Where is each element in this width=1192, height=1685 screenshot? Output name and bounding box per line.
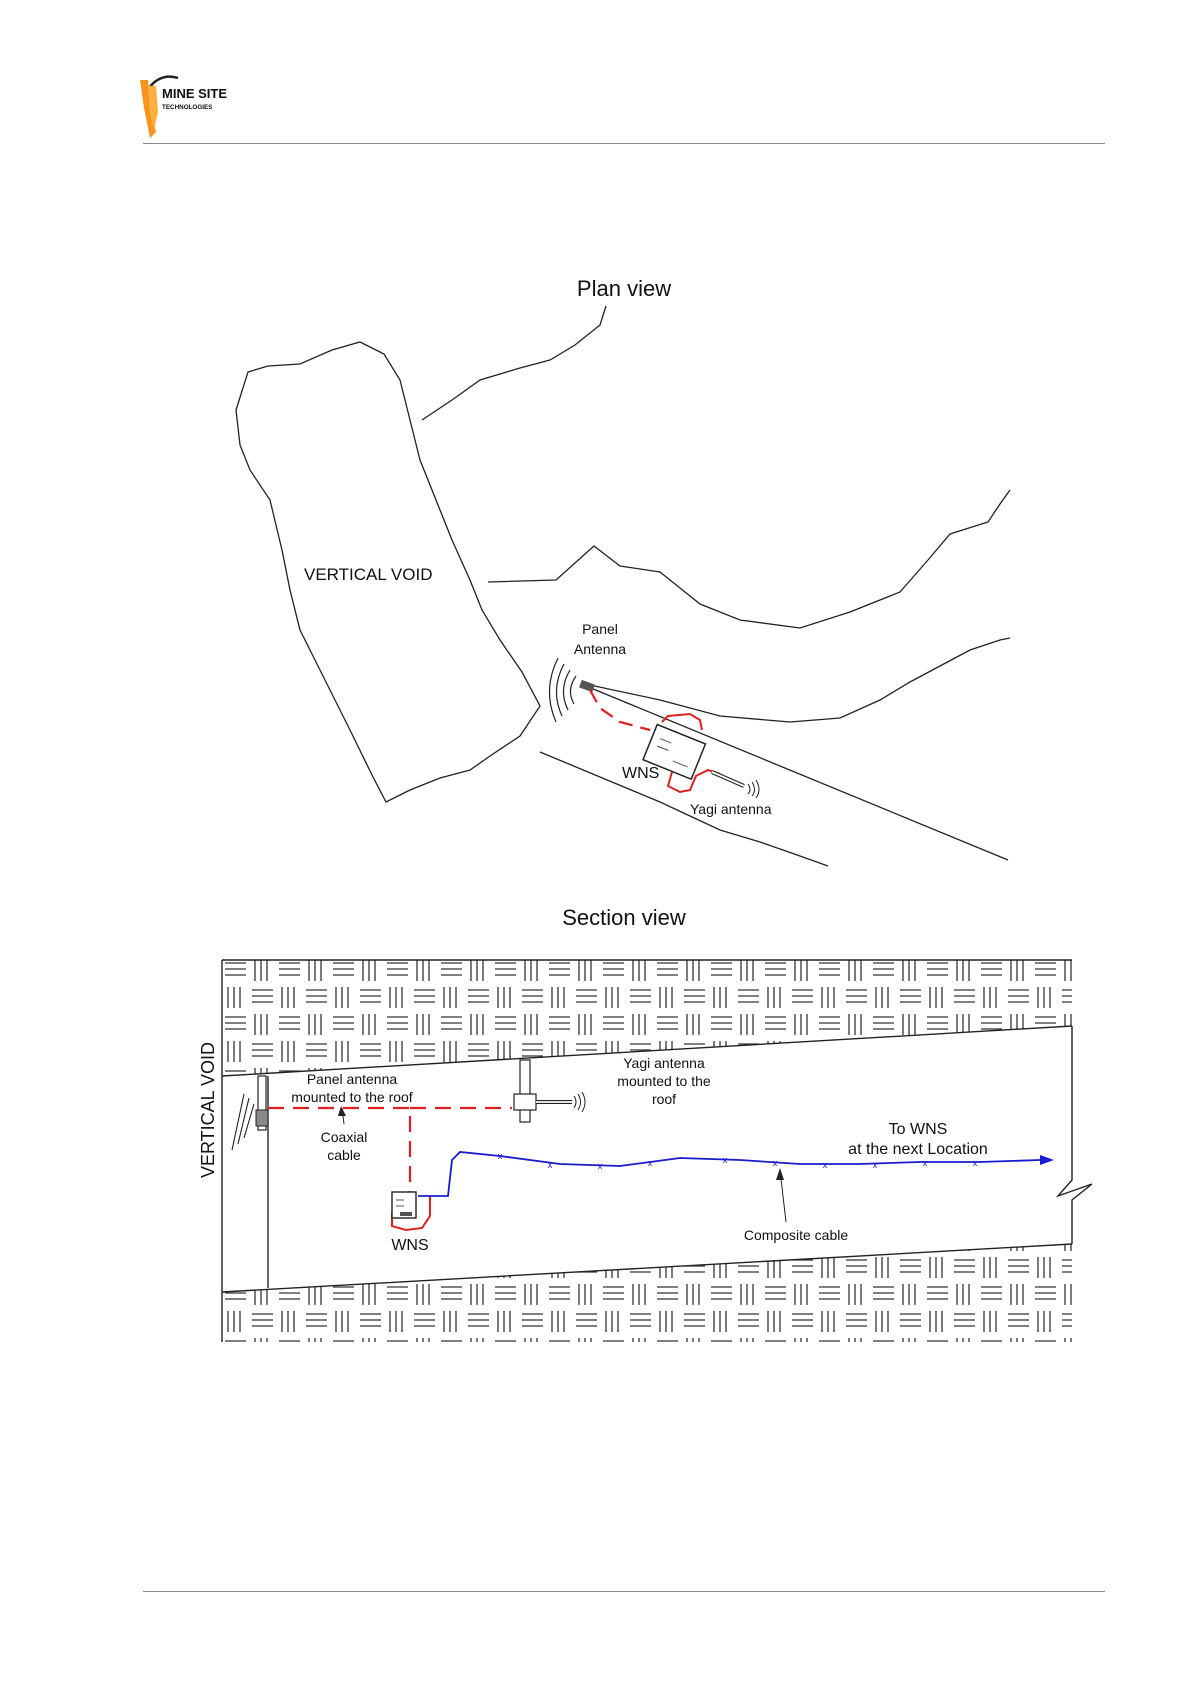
svg-text:x: x <box>973 1158 978 1168</box>
section-panel-label-2: mounted to the roof <box>291 1089 413 1105</box>
svg-text:x: x <box>548 1160 553 1170</box>
section-composite-label: Composite cable <box>744 1227 848 1243</box>
section-coaxial-cable <box>268 1108 512 1194</box>
section-view-title: Section view <box>562 905 686 930</box>
svg-text:x: x <box>773 1158 778 1168</box>
composite-leader-arrow-icon <box>776 1168 784 1180</box>
footer-rule <box>143 1591 1105 1592</box>
section-wns-unit <box>392 1192 416 1218</box>
plan-yagi-label: Yagi antenna <box>690 801 772 817</box>
svg-text:x: x <box>648 1158 653 1168</box>
plan-coaxial-cable-solid <box>662 714 702 730</box>
section-yagi-label-1: Yagi antenna <box>623 1055 705 1071</box>
section-void-label: VERTICAL VOID <box>198 1042 218 1178</box>
section-panel-label-1: Panel antenna <box>307 1071 398 1087</box>
svg-text:x: x <box>498 1151 503 1161</box>
plan-void-label: VERTICAL VOID <box>304 565 432 584</box>
svg-text:x: x <box>723 1155 728 1165</box>
upper-drift-wall <box>422 306 606 420</box>
plan-drift-outline <box>236 306 1010 866</box>
svg-text:x: x <box>598 1161 603 1171</box>
section-yagi-antenna <box>514 1060 585 1122</box>
section-panel-signal-icon <box>232 1094 254 1150</box>
middle-drift-wall <box>488 490 1010 628</box>
plan-panel-signal-icon <box>570 676 576 704</box>
break-line <box>1058 1026 1092 1244</box>
plan-panel-label-1: Panel <box>582 621 618 637</box>
svg-text:x: x <box>823 1160 828 1170</box>
section-panel-antenna <box>232 1076 268 1150</box>
section-yagi-label-3: roof <box>652 1091 676 1107</box>
plan-yagi-signal-icon <box>748 780 759 798</box>
section-composite-cable <box>418 1152 1040 1196</box>
section-wns-label: WNS <box>391 1237 428 1254</box>
section-to-wns-label-2: at the next Location <box>848 1141 988 1158</box>
composite-arrow-icon <box>1040 1155 1054 1165</box>
plan-panel-antenna <box>549 658 594 722</box>
lower-drift-wall-upper <box>590 638 1010 722</box>
plan-view-title: Plan view <box>577 276 671 301</box>
section-yagi-signal-icon <box>574 1092 585 1112</box>
section-yagi-label-2: mounted to the <box>617 1073 711 1089</box>
svg-text:x: x <box>873 1160 878 1170</box>
section-coax-label-1: Coaxial <box>321 1129 368 1145</box>
svg-text:x: x <box>923 1158 928 1168</box>
plan-wns-label: WNS <box>622 765 659 782</box>
section-coax-label-2: cable <box>327 1147 361 1163</box>
floor-rock <box>222 1244 1072 1342</box>
plan-yagi-antenna <box>712 772 759 798</box>
section-to-wns-label-1: To WNS <box>889 1121 948 1138</box>
plan-panel-label-2: Antenna <box>574 641 626 657</box>
